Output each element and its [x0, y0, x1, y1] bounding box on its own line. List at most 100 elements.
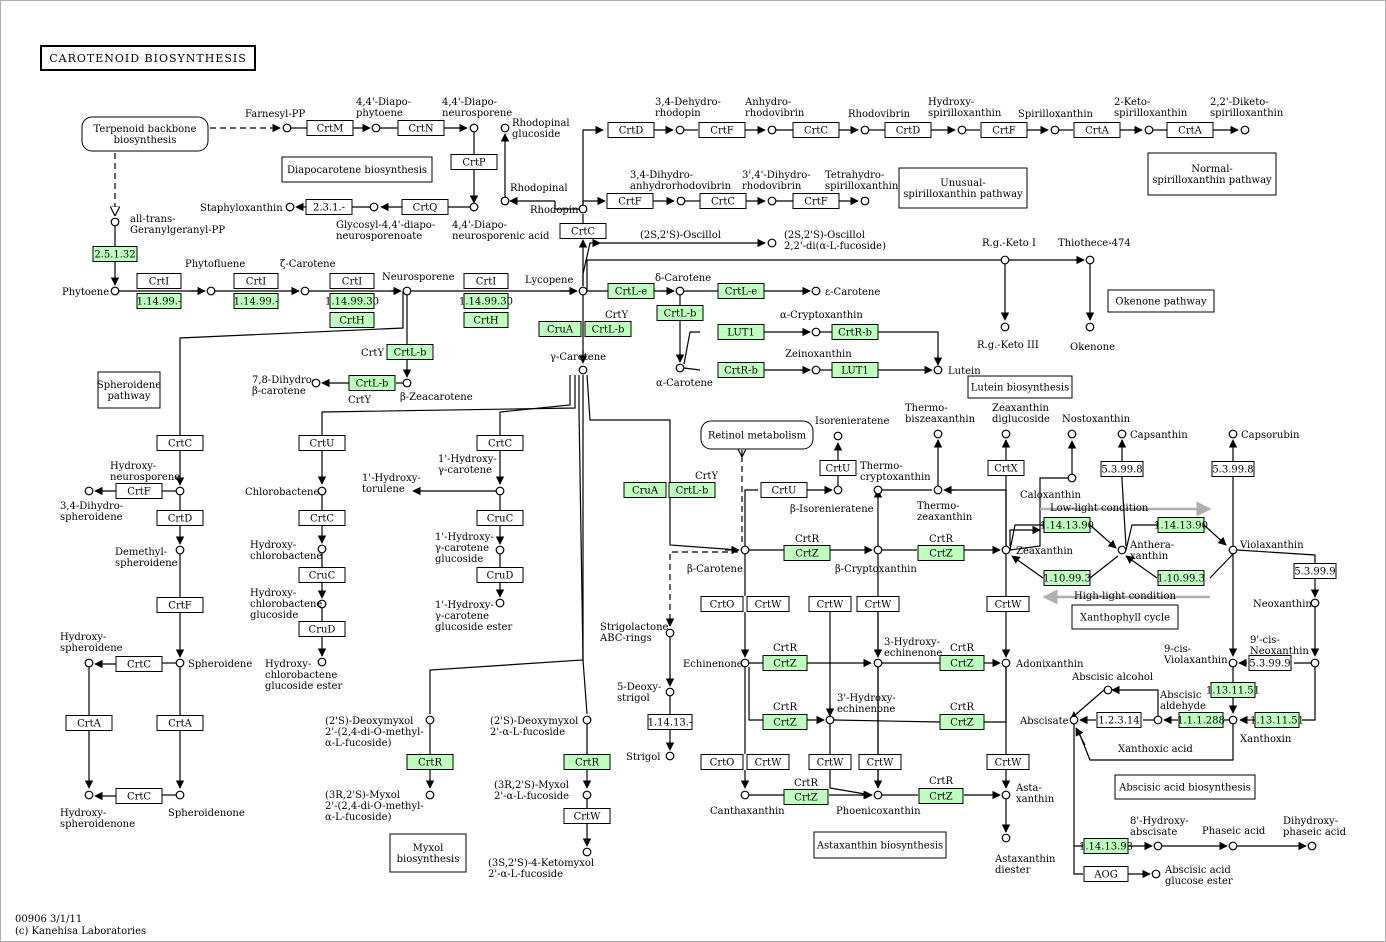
compound-node-hydroxyneurosporene[interactable] — [175, 486, 185, 496]
enzyme-crtc[interactable]: CrtC — [115, 788, 163, 804]
map-link-diapocarotene-biosynthesis[interactable]: Diapocarotene biosynthesis — [281, 156, 433, 183]
compound-node-neoxanthin[interactable] — [1310, 598, 1320, 608]
enzyme-1-14-13[interactable]: 1.14.13.- — [647, 714, 693, 730]
enzyme-1-14-13-90[interactable]: 1.14.13.90 — [1154, 517, 1208, 533]
compound-node-1-hydroxy-gamma-carotene[interactable] — [495, 486, 505, 496]
enzyme-crtl-e[interactable]: CrtL-e — [717, 283, 765, 299]
compound-node-astaxanthin[interactable] — [1001, 790, 1011, 800]
compound-node-abscisic-alcohol[interactable] — [1103, 685, 1113, 695]
enzyme-crti[interactable]: CrtI — [463, 273, 509, 289]
enzyme-crtc[interactable]: CrtC — [115, 656, 163, 672]
compound-node-phaseic-acid[interactable] — [1228, 841, 1238, 851]
enzyme-crtw[interactable]: CrtW — [746, 596, 790, 612]
enzyme-crtm[interactable]: CrtM — [306, 120, 354, 136]
compound-node-3-hydroxyechinenone[interactable] — [873, 658, 883, 668]
compound-node-1-hydroxy-gamma-carotene-glucoside[interactable] — [495, 545, 505, 555]
compound-node-ketomyxol[interactable] — [582, 847, 592, 857]
enzyme-1-14-13-93[interactable]: 1.14.13.93 — [1079, 838, 1133, 854]
compound-node-7-8-dihydro-beta-carotene[interactable] — [311, 378, 321, 388]
enzyme-1-14-13-90[interactable]: 1.14.13.90 — [1040, 517, 1094, 533]
compound-node-abscisate[interactable] — [1069, 715, 1079, 725]
enzyme-crtl-b[interactable]: CrtL-b — [348, 375, 396, 391]
compound-node-2s-deoxymyxol-fucoside[interactable] — [582, 715, 592, 725]
enzyme-crtf[interactable]: CrtF — [156, 597, 204, 613]
compound-node-beta-zeacarotene[interactable] — [402, 378, 412, 388]
compound-node-8-hydroxyabscisate[interactable] — [1153, 841, 1163, 851]
compound-node-3-4-dihydrospheroidene[interactable] — [84, 486, 94, 496]
compound-node-phytofluene[interactable] — [206, 286, 216, 296]
compound-node-lutein[interactable] — [933, 365, 943, 375]
compound-node-thermozeaxanthin[interactable] — [933, 485, 943, 495]
enzyme-crtf[interactable]: CrtF — [606, 193, 654, 209]
compound-node-rhodovibrin[interactable] — [860, 125, 870, 135]
enzyme-crtw[interactable]: CrtW — [808, 754, 852, 770]
enzyme-crti[interactable]: CrtI — [136, 273, 182, 289]
enzyme-5-3-99-8[interactable]: 5.3.99.8 — [1100, 461, 1144, 477]
enzyme-crtz[interactable]: CrtZ — [939, 714, 985, 730]
enzyme-crtl-b[interactable]: CrtL-b — [656, 305, 704, 321]
enzyme-crtl-e[interactable]: CrtL-e — [607, 283, 655, 299]
map-link-normal-spirilloxanthin-pathway[interactable]: Normal-spirilloxanthin pathway — [1147, 152, 1277, 196]
enzyme-1-1-1-288[interactable]: 1.1.1.288 — [1177, 712, 1225, 728]
compound-node-3-hydroxyechinenone[interactable] — [825, 715, 835, 725]
enzyme-crtr[interactable]: CrtR — [406, 754, 454, 770]
enzyme-crtf[interactable]: CrtF — [115, 483, 163, 499]
enzyme-crtw[interactable]: CrtW — [563, 808, 611, 824]
compound-node-demethylspheroidene[interactable] — [175, 545, 185, 555]
compound-node-caloxanthin[interactable] — [1067, 473, 1077, 483]
enzyme-1-10-99-3[interactable]: 1.10.99.3 — [1043, 570, 1091, 586]
compound-node-adonixanthin[interactable] — [1001, 658, 1011, 668]
compound-node-rhodopin[interactable] — [578, 204, 588, 214]
compound-node-isorenieratene[interactable] — [833, 431, 843, 441]
compound-node-anhydrorhodovibrin[interactable] — [767, 125, 777, 135]
enzyme-crud[interactable]: CruD — [476, 567, 524, 583]
enzyme-crtw[interactable]: CrtW — [858, 754, 902, 770]
compound-node-2-2-diketo-spirilloxanthin[interactable] — [1240, 125, 1250, 135]
compound-node-2s-deoxymyxol[interactable] — [425, 715, 435, 725]
enzyme-2-3-1[interactable]: 2.3.1.- — [305, 199, 353, 215]
map-link-lutein-biosynthesis[interactable]: Lutein biosynthesis — [967, 375, 1073, 399]
compound-node-strigolactone-abc-rings[interactable] — [665, 628, 675, 638]
compound-node-violaxanthin[interactable] — [1228, 545, 1238, 555]
compound-node-thermobiszeaxanthin[interactable] — [933, 429, 943, 439]
compound-node-3-4-dehydrorhodopin[interactable] — [675, 125, 685, 135]
enzyme-crtu[interactable]: CrtU — [760, 482, 808, 498]
compound-node-hydroxychlorobactene[interactable] — [317, 544, 327, 554]
enzyme-crtz[interactable]: CrtZ — [917, 545, 965, 561]
enzyme-1-13-11-51[interactable]: 1.13.11.51 — [1206, 682, 1260, 698]
enzyme-crua[interactable]: CruA — [538, 321, 582, 337]
enzyme-1-14-99-30[interactable]: 1.14.99.30 — [325, 293, 379, 309]
enzyme-5-3-99-8[interactable]: 5.3.99.8 — [1211, 461, 1255, 477]
compound-node-hydroxychlorobactene-glucoside-ester[interactable] — [317, 657, 327, 667]
compound-node-capsorubin[interactable] — [1228, 429, 1238, 439]
enzyme-crto[interactable]: CrtO — [700, 754, 744, 770]
enzyme-crtn[interactable]: CrtN — [397, 120, 445, 136]
compound-node-alpha-cryptoxanthin[interactable] — [811, 327, 821, 337]
enzyme-crtl-b[interactable]: CrtL-b — [584, 321, 632, 337]
enzyme-crtc[interactable]: CrtC — [559, 223, 607, 239]
enzyme-lut1[interactable]: LUT1 — [717, 324, 765, 340]
enzyme-5-3-99-9[interactable]: 5.3.99.9 — [1248, 655, 1292, 671]
compound-node-4-4-diaponeurosporene[interactable] — [469, 123, 479, 133]
compound-node-strigol[interactable] — [665, 751, 675, 761]
enzyme-crtd[interactable]: CrtD — [156, 510, 204, 526]
map-link-okenone-pathway[interactable]: Okenone pathway — [1107, 289, 1215, 313]
compound-node-staphyloxanthin[interactable] — [285, 202, 295, 212]
compound-node-3-4-dihydroanhydrorhodovibrin[interactable] — [676, 196, 686, 206]
compound-node-spheroidenone[interactable] — [175, 790, 185, 800]
enzyme-crtz[interactable]: CrtZ — [918, 788, 964, 804]
compound-node-spheroidene[interactable] — [175, 658, 185, 668]
enzyme-crua[interactable]: CruA — [623, 482, 667, 498]
enzyme-1-2-3-14[interactable]: 1.2.3.14 — [1096, 712, 1142, 728]
enzyme-1-10-99-3[interactable]: 1.10.99.3 — [1157, 570, 1205, 586]
compound-node-2-keto-spirilloxanthin[interactable] — [1144, 125, 1154, 135]
enzyme-crth[interactable]: CrtH — [329, 312, 375, 328]
compound-node-gamma-carotene[interactable] — [578, 365, 588, 375]
enzyme-lut1[interactable]: LUT1 — [831, 362, 879, 378]
compound-node-thiothece-474[interactable] — [1085, 255, 1095, 265]
enzyme-crtf[interactable]: CrtF — [698, 122, 746, 138]
compound-node-epsilon-carotene[interactable] — [811, 286, 821, 296]
